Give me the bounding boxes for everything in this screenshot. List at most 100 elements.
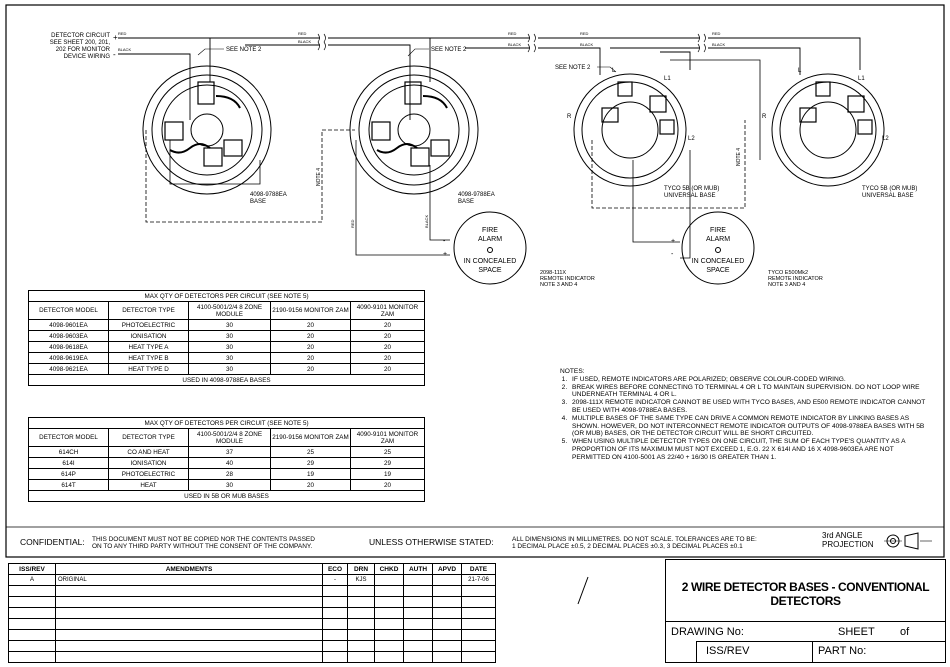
col-header: 4090-9101 MONITOR ZAM bbox=[350, 301, 425, 320]
indicator-wires bbox=[169, 59, 761, 259]
svg-text:THIS DOCUMENT MUST NOT BE COPI: THIS DOCUMENT MUST NOT BE COPIED NOR THE… bbox=[92, 536, 315, 543]
svg-text:IN CONCEALED: IN CONCEALED bbox=[464, 258, 517, 265]
remote-indicator-2098: FIRE ALARM IN CONCEALED SPACE - + 2098-1… bbox=[443, 211, 595, 288]
table-title: MAX QTY OF DETECTORS PER CIRCUIT (SEE NO… bbox=[28, 417, 425, 429]
table-row: A ORIGINAL - KJS 21-7-06 bbox=[8, 574, 496, 586]
col-header: 2190-9156 MONITOR ZAM bbox=[270, 301, 351, 320]
svg-text:-: - bbox=[113, 50, 116, 59]
svg-text:DEVICE WIRING: DEVICE WIRING bbox=[64, 54, 111, 60]
notes-title: NOTES: bbox=[560, 368, 585, 375]
svg-text:ALARM: ALARM bbox=[478, 236, 502, 243]
svg-text:SEE NOTE 2: SEE NOTE 2 bbox=[226, 47, 262, 53]
svg-text:REMOTE INDICATOR: REMOTE INDICATOR bbox=[768, 276, 823, 282]
svg-text:L1: L1 bbox=[858, 76, 865, 82]
svg-text:1 DECIMAL PLACE ±0.5, 2 DECIMA: 1 DECIMAL PLACE ±0.5, 2 DECIMAL PLACES ±… bbox=[512, 543, 743, 550]
detector-circuit-label: DETECTOR CIRCUIT SEE SHEET 200, 201, 202… bbox=[50, 33, 118, 60]
col-header: APVD bbox=[432, 563, 462, 575]
svg-text:SPACE: SPACE bbox=[706, 267, 730, 274]
svg-text:-: - bbox=[671, 251, 674, 258]
svg-text:RED: RED bbox=[712, 31, 721, 36]
drawing-title: 2 WIRE DETECTOR BASES - CONVENTIONAL DET… bbox=[681, 580, 930, 608]
col-header: AMENDMENTS bbox=[55, 563, 323, 575]
svg-text:NOTE 4: NOTE 4 bbox=[736, 148, 742, 166]
col-header: 2190-9156 MONITOR ZAM bbox=[270, 428, 351, 447]
note-item: WHEN USING MULTIPLE DETECTOR TYPES ON ON… bbox=[569, 438, 930, 461]
note-item: BREAK WIRES BEFORE CONNECTING TO TERMINA… bbox=[569, 384, 930, 400]
svg-text:RED: RED bbox=[508, 31, 517, 36]
drawing-no-label: DRAWING No: bbox=[671, 626, 744, 638]
svg-text:SEE NOTE 2: SEE NOTE 2 bbox=[555, 65, 591, 71]
svg-text:FIRE: FIRE bbox=[710, 227, 726, 234]
svg-text:BASE: BASE bbox=[458, 199, 474, 205]
wire-colour-labels: RED BLACK RED BLACK RED BLACK RED BLACK … bbox=[118, 31, 725, 228]
svg-text:DETECTOR CIRCUIT: DETECTOR CIRCUIT bbox=[51, 33, 110, 39]
svg-text:PROJECTION: PROJECTION bbox=[822, 540, 874, 549]
svg-text:L: L bbox=[612, 68, 616, 74]
svg-text:RED: RED bbox=[580, 31, 589, 36]
svg-text:R: R bbox=[567, 114, 572, 120]
svg-text:SEE NOTE 2: SEE NOTE 2 bbox=[431, 47, 467, 53]
svg-text:NOTE 4: NOTE 4 bbox=[316, 168, 322, 186]
svg-text:ALARM: ALARM bbox=[706, 236, 730, 243]
svg-text:FIRE: FIRE bbox=[482, 227, 498, 234]
svg-text:SPACE: SPACE bbox=[478, 267, 502, 274]
svg-text:REMOTE INDICATOR: REMOTE INDICATOR bbox=[540, 276, 595, 282]
svg-text:SEE SHEET 200, 201,: SEE SHEET 200, 201, bbox=[50, 40, 111, 46]
svg-text:BLACK: BLACK bbox=[298, 39, 311, 44]
svg-text:BLACK: BLACK bbox=[118, 47, 131, 52]
svg-text:+: + bbox=[443, 251, 447, 258]
sheet-label: SHEET bbox=[838, 626, 875, 638]
circuit-wires bbox=[118, 37, 861, 120]
base-4098-2 bbox=[349, 65, 479, 195]
svg-text:R: R bbox=[762, 114, 767, 120]
amendments-table: ISS/REV AMENDMENTS ECO DRN CHKD AUTH APV… bbox=[8, 563, 496, 663]
svg-text:BLACK: BLACK bbox=[580, 42, 593, 47]
col-header: 4100-5001/2/4 8 ZONE MODULE bbox=[188, 428, 271, 447]
col-header: ECO bbox=[322, 563, 348, 575]
svg-text:L2: L2 bbox=[882, 136, 889, 142]
col-header: ISS/REV bbox=[8, 563, 56, 575]
svg-text:L2: L2 bbox=[688, 136, 695, 142]
terminal-labels: L1 L2 L R L1 L2 L R bbox=[567, 68, 889, 142]
iss-rev-label: ISS/REV bbox=[706, 645, 750, 657]
svg-text:RED: RED bbox=[350, 219, 355, 228]
col-header: 4100-5001/2/4 8 ZONE MODULE bbox=[188, 301, 271, 320]
svg-text:TYCO 5B (OR MUB): TYCO 5B (OR MUB) bbox=[862, 186, 917, 192]
tyco-base-1 bbox=[573, 73, 687, 187]
title-block: 2 WIRE DETECTOR BASES - CONVENTIONAL DET… bbox=[665, 559, 946, 663]
svg-text:4098-9788EA: 4098-9788EA bbox=[250, 192, 287, 198]
note-item: MULTIPLE BASES OF THE SAME TYPE CAN DRIV… bbox=[569, 415, 930, 438]
svg-text:TYCO E500Mk2: TYCO E500Mk2 bbox=[768, 270, 808, 276]
svg-text:UNIVERSAL BASE: UNIVERSAL BASE bbox=[862, 193, 913, 199]
break-marks bbox=[317, 33, 706, 53]
base-labels: 4098-9788EA BASE 4098-9788EA BASE TYCO 5… bbox=[250, 186, 917, 205]
svg-text:UNLESS OTHERWISE STATED:: UNLESS OTHERWISE STATED: bbox=[369, 537, 494, 547]
svg-text:BLACK: BLACK bbox=[508, 42, 521, 47]
svg-text:L: L bbox=[798, 68, 802, 74]
svg-text:2098-111X: 2098-111X bbox=[540, 270, 566, 276]
col-header: DRN bbox=[347, 563, 375, 575]
table-footer: USED IN 5B OR MUB BASES bbox=[28, 490, 425, 502]
note-item: IF USED, REMOTE INDICATORS ARE POLARIZED… bbox=[569, 376, 930, 384]
svg-text:IN CONCEALED: IN CONCEALED bbox=[692, 258, 745, 265]
svg-text:+: + bbox=[113, 33, 118, 42]
col-header: DETECTOR TYPE bbox=[108, 301, 189, 320]
qty-table-4098: MAX QTY OF DETECTORS PER CIRCUIT (SEE NO… bbox=[28, 290, 425, 386]
svg-text:ON TO ANY THIRD PARTY WITHOUT: ON TO ANY THIRD PARTY WITHOUT THE CONSEN… bbox=[92, 543, 312, 550]
confidential-notice: CONFIDENTIAL: THIS DOCUMENT MUST NOT BE … bbox=[20, 536, 315, 550]
col-header: DETECTOR MODEL bbox=[28, 301, 109, 320]
svg-text:NOTE 3 AND 4: NOTE 3 AND 4 bbox=[768, 282, 805, 288]
tolerance-notice: UNLESS OTHERWISE STATED: ALL DIMENSIONS … bbox=[369, 536, 757, 550]
svg-text:RED: RED bbox=[298, 31, 307, 36]
note4-labels: NOTE 4 NOTE 4 bbox=[316, 148, 742, 186]
svg-text:RED: RED bbox=[118, 31, 127, 36]
svg-text:-: - bbox=[443, 238, 446, 245]
table-footer: USED IN 4098-9788EA BASES bbox=[28, 374, 425, 386]
svg-text:L1: L1 bbox=[664, 76, 671, 82]
